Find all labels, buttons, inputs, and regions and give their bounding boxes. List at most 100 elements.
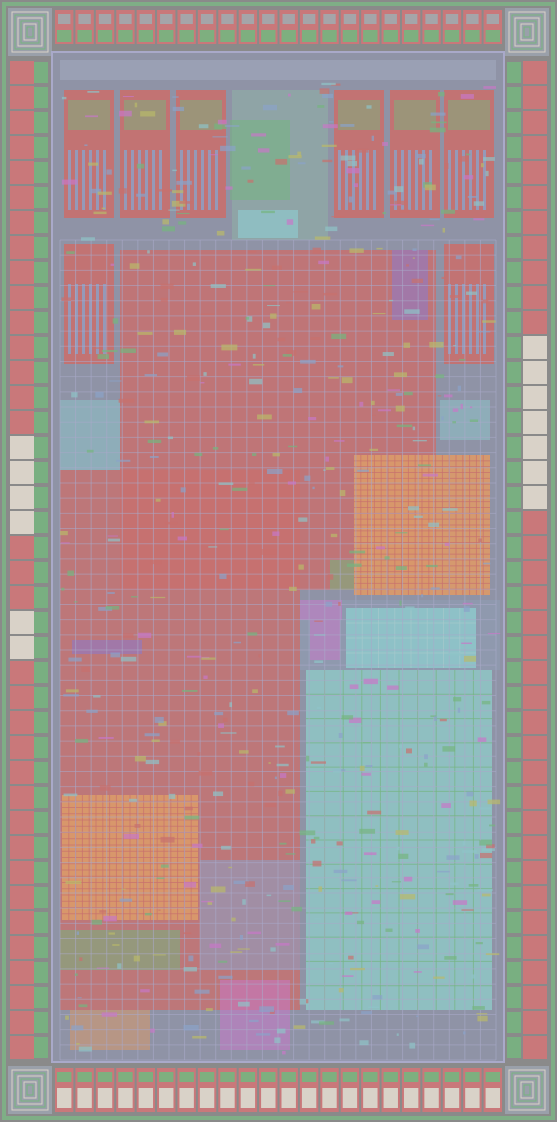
cell-fill <box>353 183 358 188</box>
driver-finger <box>455 284 458 354</box>
right-pad <box>523 311 547 334</box>
cell-fill <box>171 511 175 518</box>
cell-fill <box>184 806 193 811</box>
bottom-pad-core <box>179 1088 194 1108</box>
left-pad-esd <box>34 1012 48 1033</box>
right-pad <box>523 661 547 684</box>
left-pad-esd <box>34 637 48 658</box>
cell-fill <box>61 96 67 100</box>
cell-fill <box>485 170 489 177</box>
right-pad <box>523 261 547 284</box>
cell-fill <box>71 392 78 398</box>
cell-fill <box>263 285 276 287</box>
cell-fill <box>288 445 298 448</box>
left-pad <box>10 61 34 84</box>
cell-fill <box>319 1021 334 1025</box>
cell-fill <box>286 350 297 356</box>
left-pad <box>10 161 34 184</box>
right-pad <box>523 686 547 709</box>
top-pad-esd <box>179 30 194 42</box>
cell-fill <box>442 508 458 511</box>
cell-fill <box>248 482 255 485</box>
cell-fill <box>438 91 445 97</box>
left-pad-esd <box>34 387 48 408</box>
left-pad-esd <box>34 687 48 708</box>
left-pad <box>10 1011 34 1034</box>
cell-fill <box>220 145 236 152</box>
cell-fill <box>477 737 487 742</box>
corner-ring <box>23 1081 37 1099</box>
cell-fill <box>144 420 160 424</box>
cell-fill <box>418 464 431 467</box>
cell-fill <box>359 401 364 407</box>
cell-fill <box>487 632 501 635</box>
cell-fill <box>99 785 111 791</box>
cell-fill <box>144 733 160 737</box>
cell-fill <box>81 237 95 241</box>
cell-fill <box>136 163 145 169</box>
bottom-pad-core <box>118 1088 133 1108</box>
driver-finger <box>359 150 362 210</box>
cell-fill <box>339 490 346 497</box>
cell-fill <box>340 155 356 161</box>
cell-fill <box>118 188 127 194</box>
cell-fill <box>287 481 296 485</box>
cell-fill <box>214 123 227 129</box>
cell-fill <box>144 374 158 377</box>
cell-fill <box>363 852 377 856</box>
cell-fill <box>200 381 205 384</box>
right-pad <box>523 111 547 134</box>
left-pad-esd <box>34 187 48 208</box>
cell-fill <box>229 702 233 708</box>
driver-finger <box>455 150 458 210</box>
right-pad-esd <box>507 812 521 833</box>
cell-fill <box>122 633 134 638</box>
cell-fill <box>317 105 325 108</box>
cell-fill <box>399 744 403 748</box>
right-pad-esd <box>507 737 521 758</box>
right-pad-esd <box>507 312 521 333</box>
cell-fill <box>331 83 341 86</box>
cell-fill <box>208 546 218 548</box>
cell-fill <box>259 1006 274 1012</box>
cell-fill <box>105 606 120 610</box>
cell-fill <box>457 707 461 713</box>
bottom-pad-esd <box>342 1072 358 1082</box>
cell-fill <box>382 352 394 357</box>
cell-fill <box>245 268 262 271</box>
cell-fill <box>371 900 381 905</box>
cell-fill <box>368 1006 380 1009</box>
driver-contact <box>394 100 436 130</box>
right-pad <box>523 386 547 409</box>
right-pad-esd <box>507 662 521 683</box>
top-pad-esd <box>199 30 215 42</box>
cell-fill <box>207 901 213 905</box>
cell-fill <box>341 975 354 977</box>
cell-fill <box>356 148 369 153</box>
top-pad-esd <box>403 30 419 42</box>
top-pad-driver <box>160 14 173 24</box>
driver-contact <box>448 100 490 130</box>
cell-fill <box>107 538 121 542</box>
cell-fill <box>197 752 201 756</box>
cell-fill <box>76 931 80 935</box>
cell-fill <box>350 967 365 971</box>
cell-fill <box>485 953 500 956</box>
cell-fill <box>271 265 282 270</box>
cell-fill <box>306 755 310 762</box>
left-pad-esd <box>34 962 48 983</box>
bottom-pad-esd <box>220 1072 235 1082</box>
left-pad-esd <box>34 137 48 158</box>
top-pad-esd <box>485 30 500 42</box>
top-pad-driver <box>404 14 418 24</box>
left-pad-esd <box>34 362 48 383</box>
left-pad <box>10 611 34 634</box>
bottom-pad-esd <box>485 1072 500 1082</box>
cell-fill <box>160 297 168 302</box>
cell-fill <box>155 498 161 502</box>
cell-fill <box>186 655 202 658</box>
right-pad <box>523 636 547 659</box>
cell-fill <box>321 82 336 86</box>
cell-fill <box>483 157 495 161</box>
cell-fill <box>252 453 257 456</box>
